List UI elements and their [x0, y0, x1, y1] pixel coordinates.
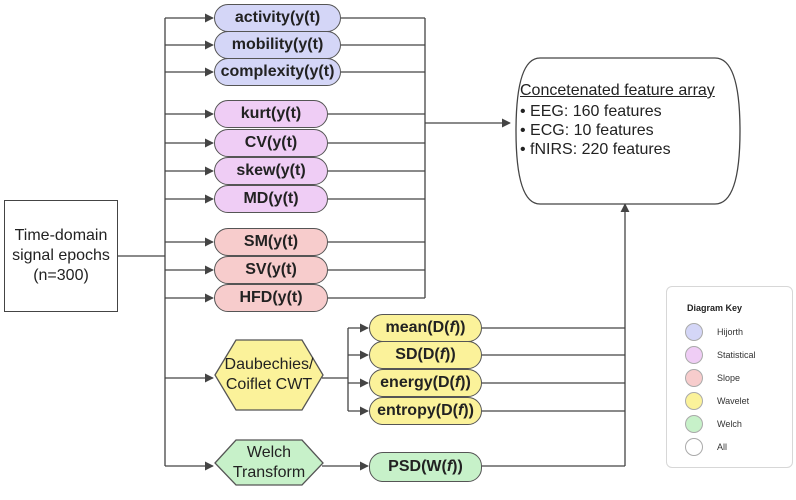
wavelet-hex-shape	[214, 339, 324, 411]
key-item-wavelet: Wavelet	[685, 391, 749, 411]
key-swatch	[685, 438, 703, 456]
key-swatch	[685, 346, 703, 364]
wavelet-transform-line-2: Coiflet CWT	[225, 376, 313, 393]
source-line-2: signal epochs	[12, 247, 110, 264]
feature-array-item-fnirs: • fNIRS: 220 features	[520, 141, 671, 158]
wavelet-sd-node: SD(D(f))	[369, 341, 482, 369]
hjorth-mobility-node: mobility(y(t)	[214, 31, 341, 59]
feature-array-title: Concetenated feature array	[520, 82, 715, 99]
welch-hex-shape	[214, 439, 324, 486]
feature-array-item-ecg: • ECG: 10 features	[520, 122, 654, 139]
key-swatch	[685, 392, 703, 410]
wavelet-mean-node: mean(D(f))	[369, 314, 482, 342]
key-item-welch: Welch	[685, 414, 742, 434]
stat-cv-node: CV(y(t)	[214, 129, 328, 157]
diagram-key-title: Diagram Key	[687, 303, 743, 313]
feature-array-shape	[515, 57, 741, 205]
slope-sm-node: SM(y(t)	[214, 228, 328, 256]
hjorth-activity-node: activity(y(t)	[214, 4, 341, 32]
key-label: Hijorth	[717, 327, 744, 337]
feature-array-item-eeg: • EEG: 160 features	[520, 103, 662, 120]
stat-kurt-node: kurt(y(t)	[214, 100, 328, 128]
key-item-statistical: Statistical	[685, 345, 756, 365]
key-label: Wavelet	[717, 396, 750, 406]
diagram-key: Diagram Key Hijorth Statistical Slope Wa…	[666, 286, 793, 468]
key-label: Welch	[717, 419, 742, 429]
key-label: Slope	[717, 373, 741, 383]
slope-hfd-node: HFD(y(t)	[214, 284, 328, 312]
slope-sv-node: SV(y(t)	[214, 256, 328, 284]
wavelet-transform-node: Daubechies/ Coiflet CWT	[215, 340, 323, 410]
feature-array-node: Concetenated feature array • EEG: 160 fe…	[520, 82, 720, 159]
welch-transform-node: Welch Transform	[215, 440, 323, 485]
stat-skew-node: skew(y(t)	[214, 157, 328, 185]
source-line-3: (n=300)	[33, 267, 89, 284]
stat-md-node: MD(y(t)	[214, 185, 328, 213]
hjorth-complexity-node: complexity(y(t)	[214, 58, 341, 86]
key-label: All	[717, 442, 728, 452]
wavelet-energy-node: energy(D(f))	[369, 369, 482, 397]
key-item-all: All	[685, 437, 727, 457]
key-label: Statistical	[717, 350, 756, 360]
welch-psd-node: PSD(W(f))	[369, 452, 482, 482]
wavelet-transform-line-1: Daubechies/	[224, 356, 314, 373]
wavelet-entropy-node: entropy(D(f))	[369, 397, 482, 425]
welch-transform-line-1: Welch	[246, 443, 292, 461]
source-line-1: Time-domain	[14, 227, 108, 244]
key-item-slope: Slope	[685, 368, 740, 388]
key-swatch	[685, 323, 703, 341]
key-swatch	[685, 415, 703, 433]
key-item-hijorth: Hijorth	[685, 322, 743, 342]
welch-transform-line-2: Transform	[232, 463, 306, 481]
key-swatch	[685, 369, 703, 387]
source-signal-box: Time-domain signal epochs (n=300)	[4, 200, 118, 312]
